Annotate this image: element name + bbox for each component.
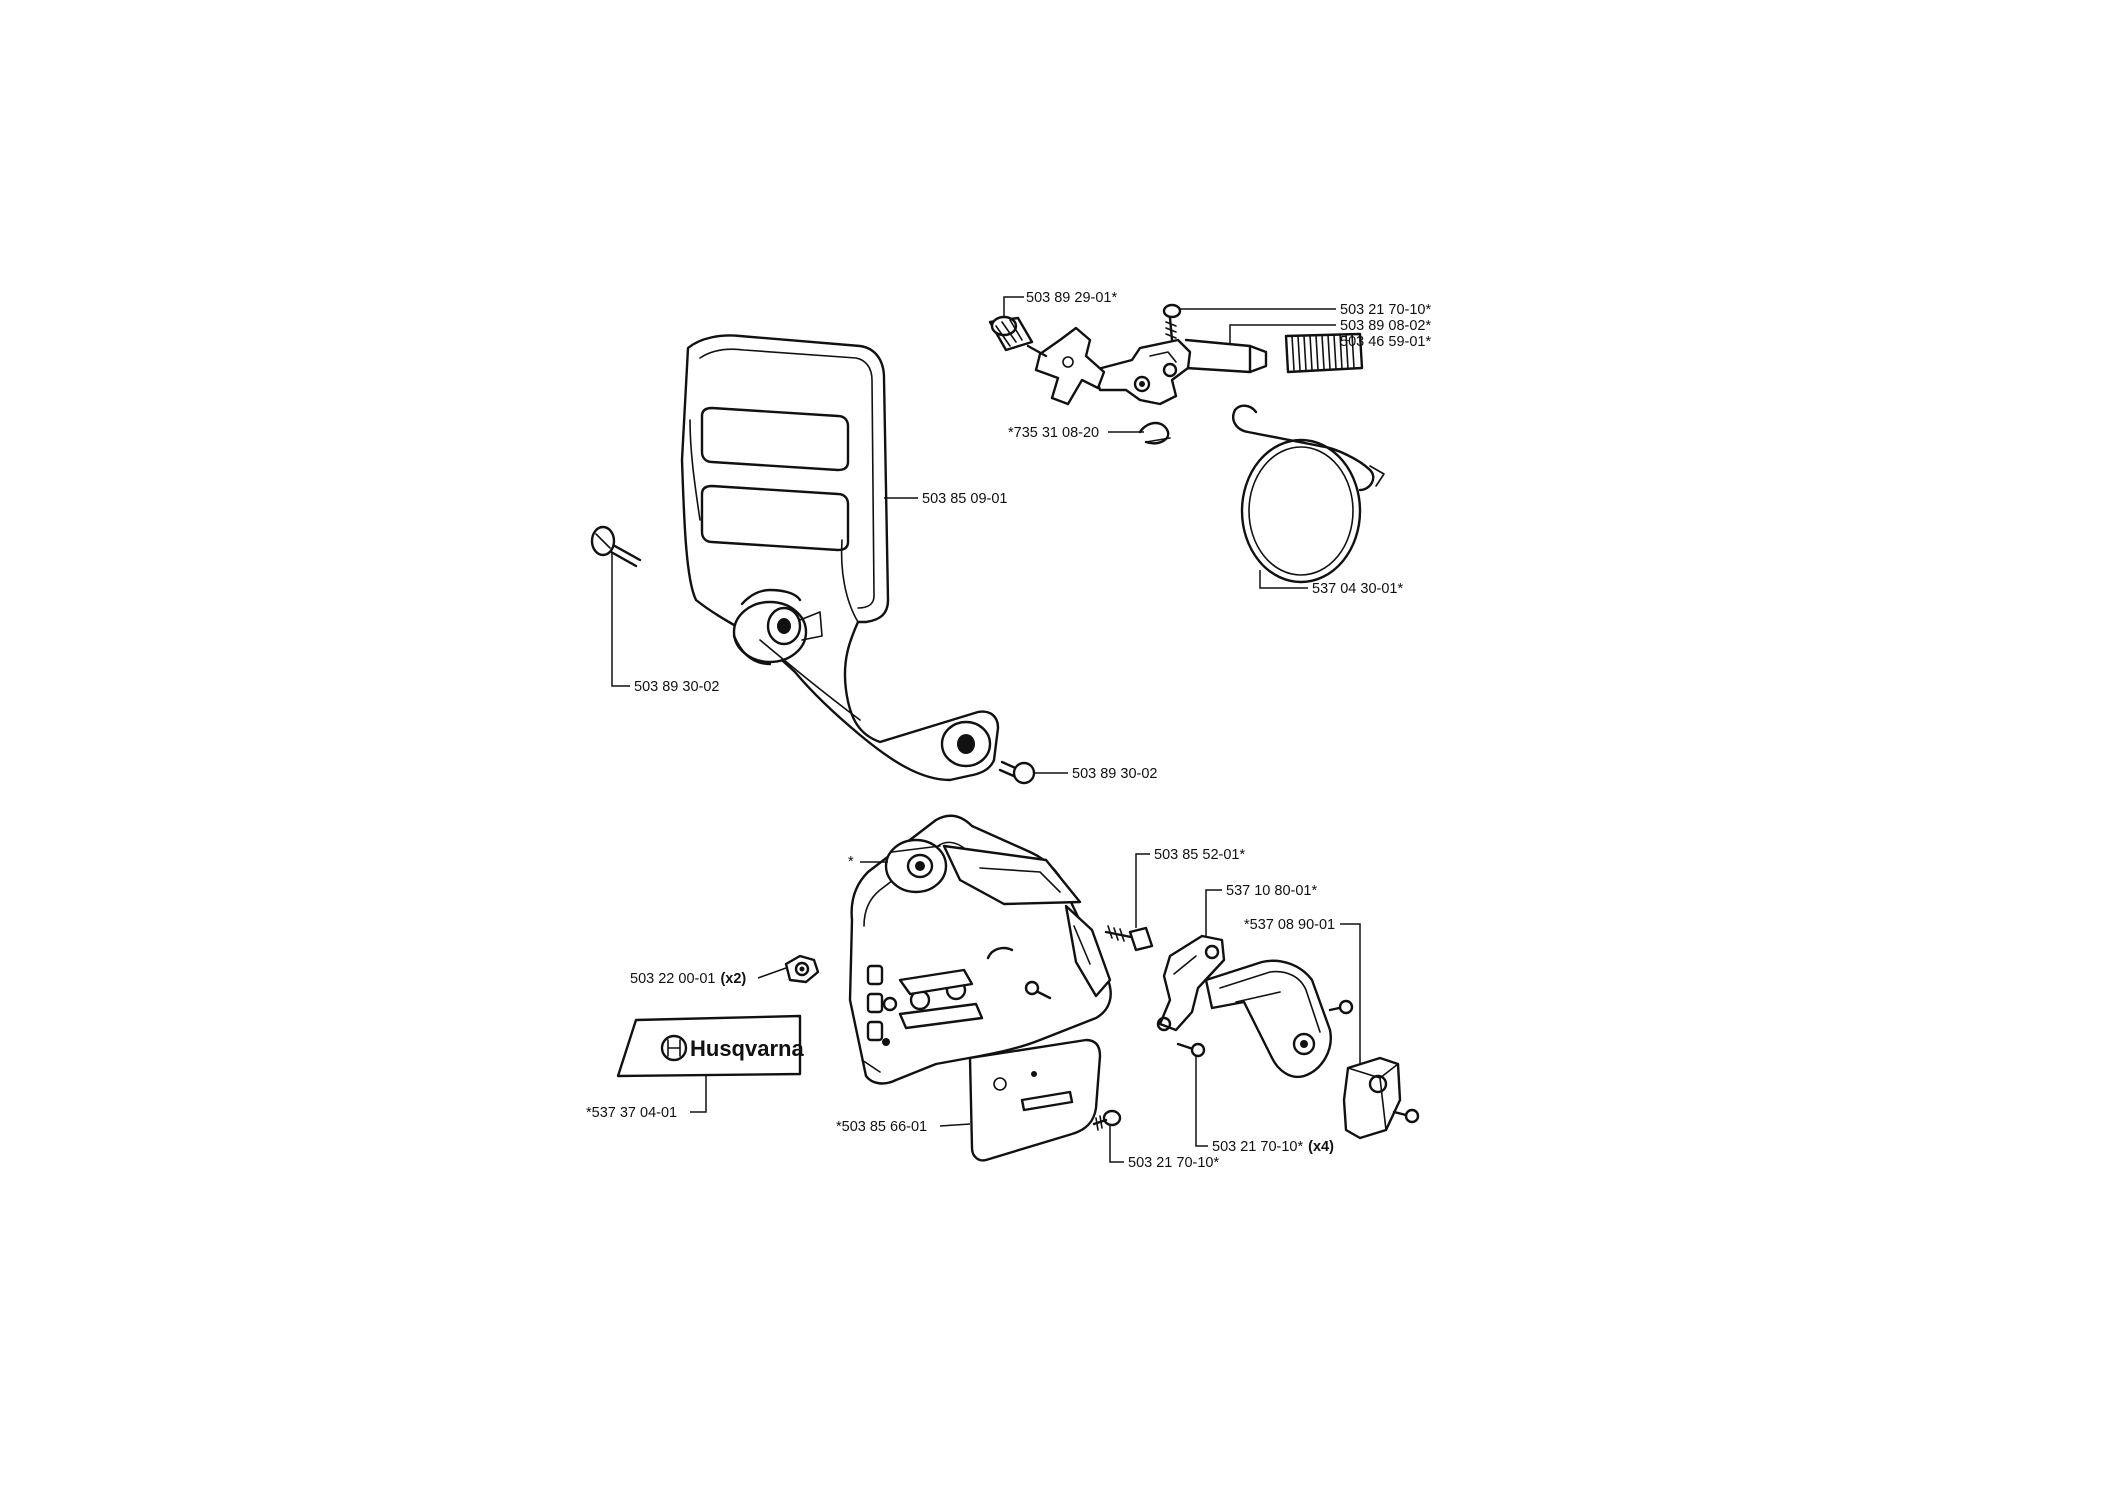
- brake-screw-top: [1162, 303, 1182, 342]
- label-537-04-30-01: 537 04 30-01*: [1312, 581, 1403, 597]
- label-503-21-70-10-x4-number: 503 21 70-10*: [1212, 1139, 1303, 1155]
- label-503-89-08-02: 503 89 08-02*: [1340, 318, 1431, 334]
- brake-bolt-sleeve: [988, 315, 1048, 358]
- hand-guard: [680, 334, 1000, 782]
- husqvarna-crown-h-icon: [660, 1034, 688, 1062]
- decal-brand-text: Husqvarna: [690, 1036, 804, 1061]
- label-503-21-70-10-bottom: 503 21 70-10*: [1128, 1155, 1219, 1171]
- label-503-22-00-01-number: 503 22 00-01: [630, 971, 715, 987]
- bar-plate: [968, 1038, 1102, 1162]
- label-537-08-90-01: *537 08 90-01: [1244, 917, 1335, 933]
- label-503-21-70-10-x4: 503 21 70-10* (x4): [1212, 1139, 1334, 1155]
- label-503-21-70-10-x4-qty: (x4): [1308, 1139, 1334, 1155]
- chain-guide-plate: [1156, 934, 1226, 1032]
- label-503-22-00-01-qty: (x2): [720, 971, 746, 987]
- label-503-89-30-02-right: 503 89 30-02: [1072, 766, 1157, 782]
- bar-plate-screw: [1092, 1109, 1122, 1131]
- label-503-22-00-01: 503 22 00-01 (x2): [630, 971, 746, 987]
- hand-guard-bolt-left: [590, 525, 642, 568]
- label-star: *: [848, 854, 854, 870]
- label-537-10-80-01: 537 10 80-01*: [1226, 883, 1317, 899]
- hand-guard-bolt-right: [998, 760, 1036, 785]
- chain-guard: [1204, 959, 1332, 1079]
- brake-spring: [1284, 332, 1364, 374]
- brake-mechanism: [988, 303, 1385, 584]
- label-503-85-09-01: 503 85 09-01: [922, 491, 1007, 507]
- brake-band: [1232, 404, 1385, 584]
- screws-x4: [1176, 999, 1420, 1124]
- guard-block: [1342, 1056, 1402, 1140]
- label-503-46-59-01: 503 46 59-01*: [1340, 334, 1431, 350]
- clutch-cover: [848, 814, 1112, 1085]
- leader-lines: [611, 296, 1361, 1163]
- label-503-85-52-01: 503 85 52-01*: [1154, 847, 1245, 863]
- label-503-89-30-02-left: 503 89 30-02: [634, 679, 719, 695]
- label-537-37-04-01: *537 37 04-01: [586, 1105, 677, 1121]
- husqvarna-decal: Husqvarna: [616, 1014, 804, 1078]
- label-735-31-08-20: *735 31 08-20: [1008, 425, 1099, 441]
- bar-stud: [1104, 925, 1154, 952]
- label-503-85-66-01: *503 85 66-01: [836, 1119, 927, 1135]
- part-labels: 503 89 29-01* 503 21 70-10* 503 89 08-02…: [586, 290, 1431, 1171]
- clutch-cover-nut: [784, 954, 820, 984]
- label-503-21-70-10-top: 503 21 70-10*: [1340, 302, 1431, 318]
- label-503-89-29-01: 503 89 29-01*: [1026, 290, 1117, 306]
